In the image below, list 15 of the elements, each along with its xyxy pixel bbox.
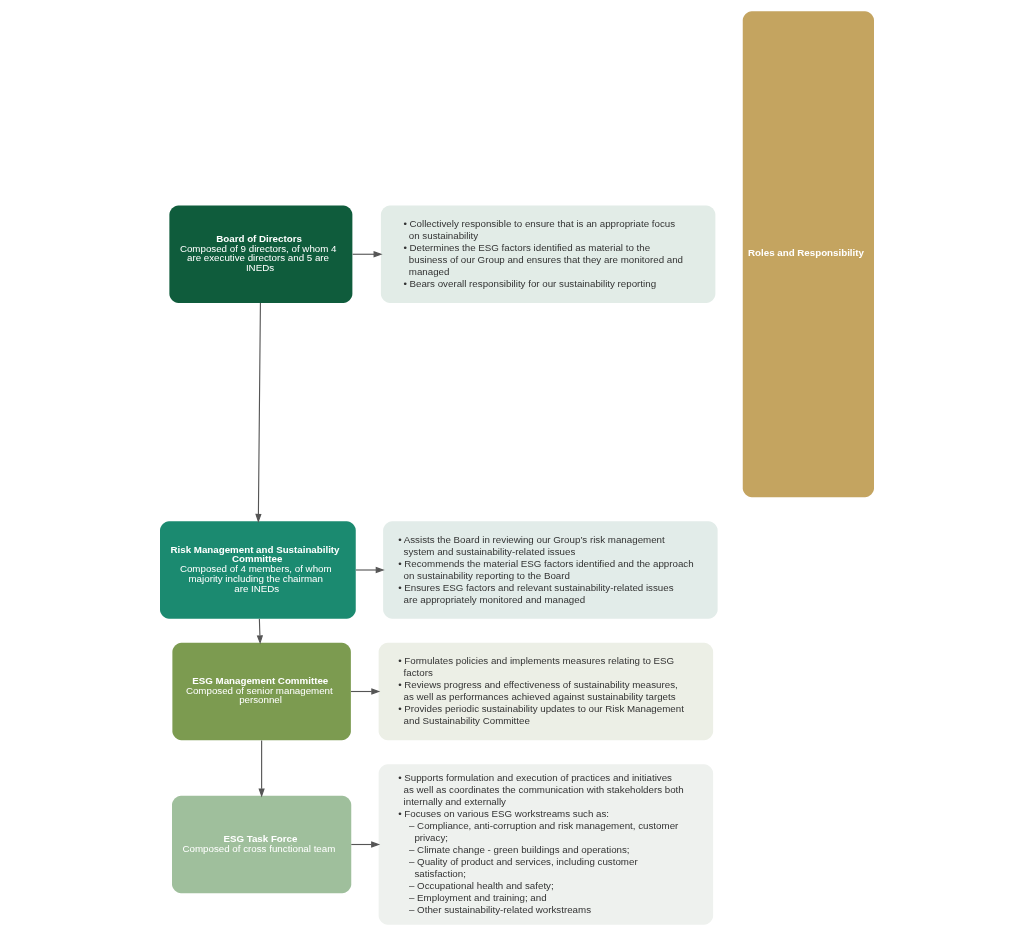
arrow xyxy=(350,841,380,848)
node-box: • Collectively responsible to ensure that is an appropriate focus on sustainability • Determines the ESG factors identified as material to the business of our Group and ensures that they are monitored and managed • Bears overall responsibility for our sustainability reporting xyxy=(380,205,715,303)
arrow xyxy=(257,739,265,798)
node-box: ESG Task Force Composed of cross functional team xyxy=(171,795,351,894)
node-box: Roles and Responsibility xyxy=(742,11,874,498)
node-box: • Supports formulation and execution of practices and initiatives as well as coordinates the communication with stakeholders both internally and externally • Focuses on various ESG workstreams such as: – Compliance, anti-corruption and risk management, customer privacy; – Climate change - green buildings and operations; – Quality of product and services, including customer satisfaction; – Occupational health and safety; – Employment and training; and – Other sustainability-related workstreams xyxy=(378,764,713,925)
node-box: • Assists the Board in reviewing our Group’s risk management system and sustainability-related issues • Recommends the material ESG factors identified and the approach on sustainability reporting to the Board • Ensures ESG factors and relevant sustainability-related issues are appropriately monitored and managed xyxy=(382,521,718,619)
node-box: Board of Directors Composed of 9 directors, of whom 4 are executive directors and 5 are INEDs xyxy=(168,205,352,303)
arrow xyxy=(354,566,385,574)
node-box: ESG Management Committee Composed of senior management personnel xyxy=(171,642,351,741)
arrow xyxy=(254,302,262,523)
node-box: • Formulates policies and implements measures relating to ESG factors • Reviews progress and effectiveness of sustainability measures, as well as performances achieved against sustainability targets • Provides periodic sustainability updates to our Risk Management and Sustainability Committee xyxy=(378,642,713,741)
node-box: Risk Management and Sustainability Committee Composed of 4 members, of whom majority including the chairman are INEDs xyxy=(159,521,356,619)
arrow xyxy=(349,688,380,695)
arrow xyxy=(351,251,383,258)
